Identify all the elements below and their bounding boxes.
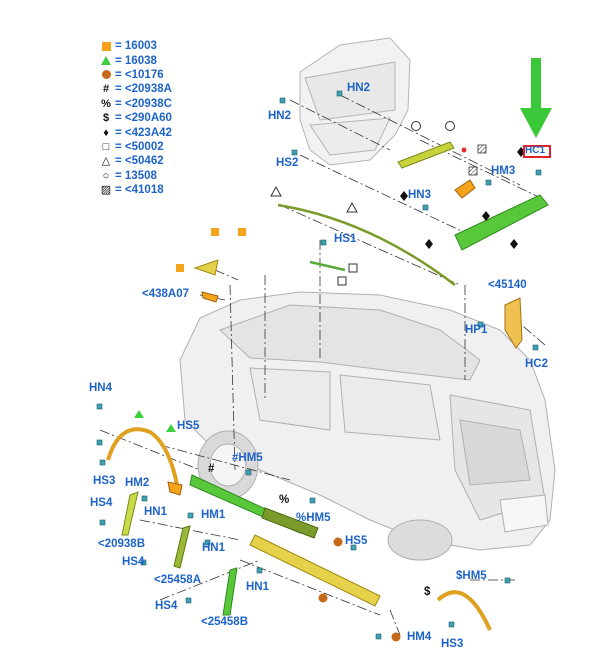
label-hn3: HN3	[408, 189, 432, 201]
wheel-arch-moulding-left	[106, 427, 180, 491]
percent-symbol-marker: %	[279, 494, 290, 506]
label-hm2: HM2	[125, 477, 150, 489]
label-hm5-mid-text: HM5	[306, 512, 331, 524]
roof-rail-seal	[277, 203, 456, 286]
legend-text: = <290A60	[115, 112, 172, 125]
label-hm5-mid: %HM5	[296, 512, 331, 524]
legend-row: = 16003	[100, 39, 172, 53]
label-hs4-b: HS4	[122, 556, 145, 568]
legend-text: = <41018	[115, 184, 164, 197]
liftgate	[299, 37, 411, 166]
percent-symbol: %	[296, 512, 307, 524]
hash-symbol: #	[102, 83, 110, 96]
label-25458a: <25458A	[154, 574, 201, 586]
rocker-trim-olive	[261, 507, 319, 539]
spoiler-seal	[397, 141, 455, 169]
label-hn4: HN4	[89, 382, 113, 394]
clip-438a07	[201, 291, 219, 303]
legend-text: = <20938C	[115, 97, 172, 110]
label-hs3: HS3	[93, 475, 116, 487]
fastener-clips	[96, 90, 542, 640]
label-438a07: <438A07	[142, 288, 189, 300]
label-hs5-lower: HS5	[345, 535, 368, 547]
legend-row: = 16038	[100, 53, 172, 67]
rear-step-pad	[454, 194, 549, 251]
label-hc2: HC2	[525, 358, 549, 370]
vehicle-body	[179, 291, 556, 561]
label-hs5-upper: HS5	[177, 420, 200, 432]
orange-square-icon	[100, 40, 112, 52]
part-45140	[504, 297, 523, 349]
legend-text: = 13508	[115, 169, 157, 182]
label-hn1-b: HN1	[202, 542, 226, 554]
legend-row: ▨ = <41018	[100, 183, 172, 197]
label-hm5-lower: $HM5	[456, 570, 487, 582]
legend-text: = <50002	[115, 140, 164, 153]
strip-25458b	[222, 567, 238, 616]
liftgate-bracket	[454, 179, 476, 199]
label-hm3: HM3	[491, 165, 516, 177]
hatched-square-icon: ▨	[100, 184, 112, 197]
wheel-arch-moulding-rear	[436, 590, 492, 631]
open-circle-icon: ○	[102, 169, 110, 182]
brown-circle-icon	[100, 69, 112, 81]
label-hn1-c: HN1	[246, 581, 270, 593]
legend-text: = 16038	[115, 54, 157, 67]
label-hm5-lower-text: HM5	[462, 570, 487, 582]
highlighted-callout-box	[523, 145, 551, 158]
strip-25458a	[173, 525, 191, 569]
label-25458b: <25458B	[201, 616, 248, 628]
dollar-symbol: $	[102, 112, 110, 125]
highlight-arrow	[520, 58, 552, 138]
legend-text: = <50462	[115, 155, 164, 168]
hash-symbol: #	[232, 452, 239, 464]
legend-row: ♦ = <423A42	[100, 125, 172, 139]
hs1-seal	[309, 260, 346, 272]
label-45140: <45140	[488, 279, 527, 291]
legend-row: ○ = 13508	[100, 169, 172, 183]
label-hm5-upper-text: HM5	[238, 452, 263, 464]
diamond-icon: ♦	[103, 126, 109, 139]
strip-20938b	[121, 491, 139, 536]
label-hn2-left: HN2	[268, 110, 292, 122]
legend-row: % = <20938C	[100, 97, 172, 111]
dollar-symbol-marker: $	[424, 586, 431, 598]
legend-row: $ = <290A60	[100, 111, 172, 125]
label-hc-highlighted[interactable]: HC1	[525, 145, 546, 156]
legend-text: = 16003	[115, 40, 157, 53]
label-hm4: HM4	[407, 631, 432, 643]
hm2-bracket	[167, 481, 183, 496]
legend-text: = <20938A	[115, 83, 172, 96]
percent-symbol: %	[101, 97, 111, 110]
label-hn2-top: HN2	[347, 82, 371, 94]
label-hs3-lower: HS3	[441, 638, 464, 650]
dollar-symbol: $	[456, 570, 463, 582]
legend-row: # = <20938A	[100, 82, 172, 96]
legend-row: = <10176	[100, 68, 172, 82]
label-hm5-upper: #HM5	[232, 452, 263, 464]
legend-row: □ = <50002	[100, 140, 172, 154]
upper-left-bracket	[193, 259, 219, 276]
hash-symbol-marker: #	[208, 463, 215, 475]
label-hs2: HS2	[276, 157, 299, 169]
label-hs4-c: HS4	[155, 600, 178, 612]
label-hn1-a: HN1	[144, 506, 168, 518]
label-hp1: HP1	[465, 324, 488, 336]
legend-text: = <10176	[115, 68, 164, 81]
legend-row: △ = <50462	[100, 154, 172, 168]
label-20938b: <20938B	[98, 538, 145, 550]
rocker-trim-yellow	[249, 534, 381, 607]
label-hm1: HM1	[201, 509, 226, 521]
open-triangle-icon: △	[101, 155, 111, 168]
label-hs4-a: HS4	[90, 497, 113, 509]
green-triangle-icon	[100, 55, 112, 67]
legend-text: = <423A42	[115, 126, 172, 139]
open-square-icon: □	[102, 140, 110, 153]
label-hs1: HS1	[334, 233, 357, 245]
legend: = 16003 = 16038 = <10176 # = <20938A % =…	[100, 39, 172, 197]
